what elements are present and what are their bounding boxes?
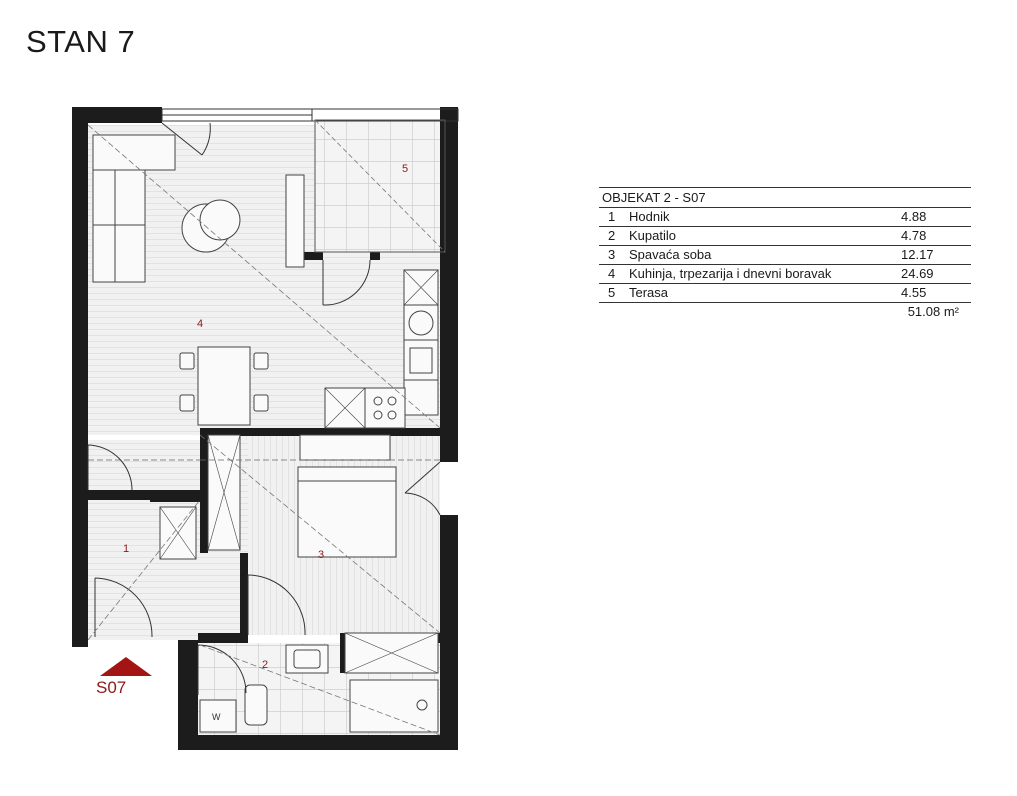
legend-row-area: 4.78: [901, 228, 927, 243]
tv-unit: [285, 174, 305, 268]
legend-row: 1 Hodnik 4.88: [599, 208, 971, 227]
floor-plan: W 4 5 3 1 2: [72, 107, 459, 750]
bathroom-fixtures: [199, 632, 439, 733]
area-legend: OBJEKAT 2 - S07 1 Hodnik 4.88 2 Kupatilo…: [599, 187, 971, 321]
legend-row: 2 Kupatilo 4.78: [599, 227, 971, 246]
sofa: [92, 134, 176, 283]
terrace-floor: [315, 120, 447, 252]
legend-row-area: 12.17: [901, 247, 934, 262]
room-label-2: 2: [262, 659, 268, 671]
room-label-1: 1: [123, 543, 129, 555]
legend-total-area: 51.08 m²: [907, 304, 959, 319]
legend-row-number: 1: [608, 209, 616, 224]
room-label-3: 3: [318, 549, 324, 561]
legend-row-area: 4.55: [901, 285, 927, 300]
plan-title: STAN 7: [26, 24, 136, 59]
legend-row-number: 4: [608, 266, 616, 281]
legend-row-name: Terasa: [629, 285, 669, 300]
legend-row: 3 Spavaća soba 12.17: [599, 246, 971, 265]
legend-row-number: 3: [608, 247, 616, 262]
wardrobe: [207, 434, 391, 551]
legend-row-name: Kuhinja, trpezarija i dnevni boravak: [629, 266, 832, 281]
terrace-frame: [314, 119, 446, 253]
top-window: [161, 108, 459, 122]
legend-header: OBJEKAT 2 - S07: [599, 187, 971, 208]
room-label-4: 4: [197, 318, 203, 330]
legend-row-number: 5: [608, 285, 616, 300]
bed: [297, 466, 397, 558]
doors: [87, 122, 441, 695]
kitchen-counter: [324, 269, 439, 429]
dining-set: [179, 346, 269, 426]
legend-row-name: Hodnik: [629, 209, 670, 224]
hall-closet: [159, 506, 197, 560]
room-label-5: 5: [402, 163, 408, 175]
legend-row-name: Spavaća soba: [629, 247, 712, 262]
legend-row-number: 2: [608, 228, 616, 243]
entrance-label: S07: [96, 678, 127, 697]
entrance-arrow-icon: [100, 657, 152, 676]
legend-row-area: 24.69: [901, 266, 934, 281]
room-diagonals: [87, 124, 441, 736]
legend-row: 5 Terasa 4.55: [599, 284, 971, 303]
legend-row-name: Kupatilo: [629, 228, 676, 243]
legend-row: 4 Kuhinja, trpezarija i dnevni boravak 2…: [599, 265, 971, 284]
washing-machine-label: W: [212, 712, 221, 722]
legend-row-area: 4.88: [901, 209, 927, 224]
